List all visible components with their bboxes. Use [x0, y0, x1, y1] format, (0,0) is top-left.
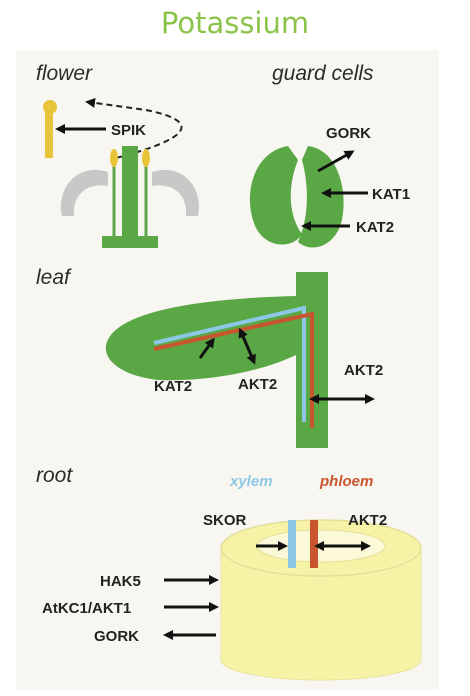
gork-arrow [317, 150, 355, 173]
flower-illustration: SPIK [43, 98, 200, 248]
root-illustration: xylem phloem SKOR AKT2 HAK5 AtKC1/AKT1 G… [42, 473, 422, 681]
pistil [122, 146, 138, 244]
label-kat2-guard: KAT2 [356, 219, 394, 236]
label-akt2-stem: AKT2 [344, 362, 383, 379]
receptacle [102, 236, 158, 248]
kat2-leaf-arrow [198, 337, 215, 359]
label-kat1: KAT1 [372, 186, 410, 203]
leaf-xylem [153, 305, 306, 422]
label-spik: SPIK [111, 122, 146, 139]
section-root: root [36, 464, 73, 487]
anther-left [110, 149, 118, 167]
potassium-transport-diagram: flower guard cells leaf root SPIK GORK K… [36, 62, 422, 681]
root-xylem [288, 520, 296, 568]
root-phloem [310, 520, 318, 568]
pollen-tube [45, 112, 53, 158]
diagram-panel: flower guard cells leaf root SPIK GORK K… [16, 50, 439, 690]
section-guard-cells: guard cells [272, 62, 374, 85]
section-leaf: leaf [36, 266, 72, 289]
label-atkc1-akt1: AtKC1/AKT1 [42, 600, 131, 617]
label-xylem: xylem [229, 473, 273, 490]
anther-right [142, 149, 150, 167]
petal-left [60, 169, 108, 216]
dashed-arrow [85, 98, 183, 159]
figure-title: Potassium [160, 6, 310, 40]
label-akt2-root: AKT2 [348, 512, 387, 529]
pollen-head [43, 100, 57, 114]
guard-cell-left [249, 146, 302, 245]
leaf-phloem [153, 311, 314, 428]
root-cylinder-body [220, 547, 422, 681]
section-flower: flower [36, 62, 93, 85]
label-phloem: phloem [319, 473, 373, 490]
label-kat2-leaf: KAT2 [154, 378, 192, 395]
label-gork-root: GORK [94, 628, 139, 645]
petal-right [152, 169, 200, 216]
leaf-illustration: KAT2 AKT2 AKT2 [105, 272, 383, 448]
label-akt2-leaf: AKT2 [238, 376, 277, 393]
label-hak5: HAK5 [100, 573, 141, 590]
akt2-leaf-arrow [238, 327, 256, 365]
guard-cells-illustration: GORK KAT1 KAT2 [249, 125, 410, 248]
label-skor: SKOR [203, 512, 247, 529]
label-gork-guard: GORK [326, 125, 371, 142]
